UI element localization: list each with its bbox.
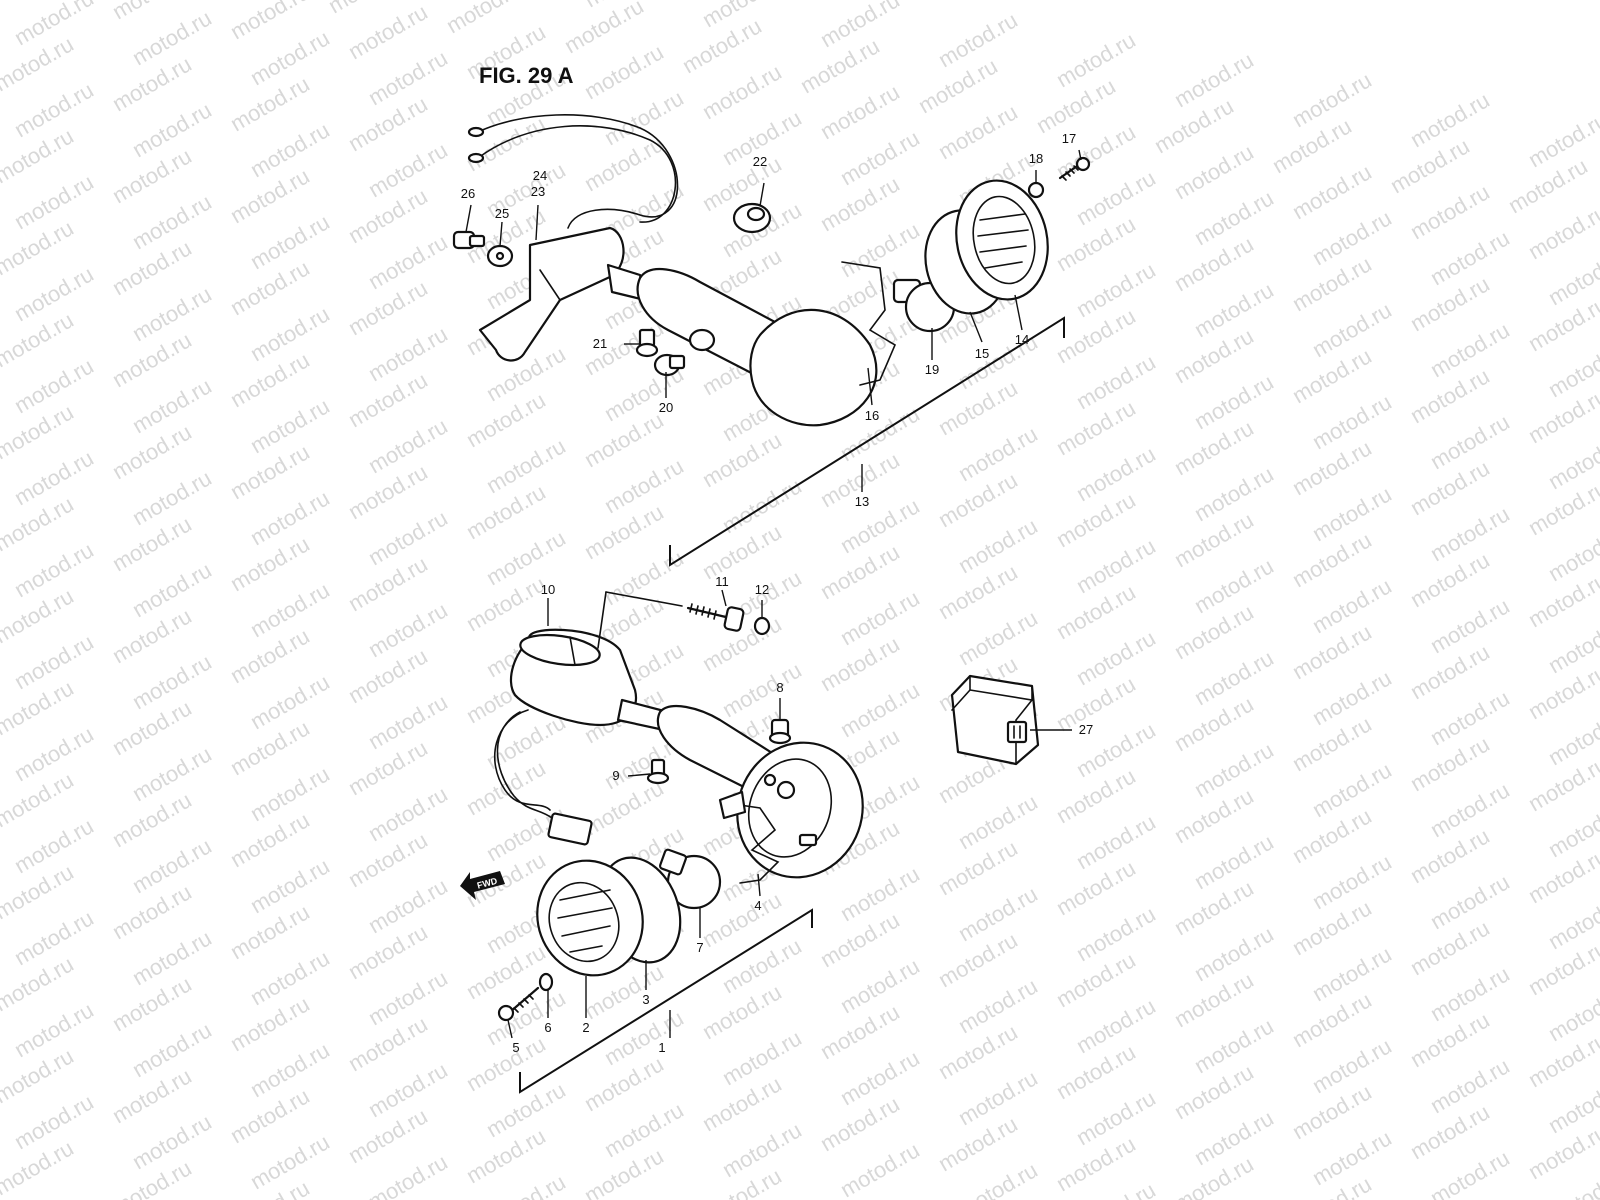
- washer: [538, 972, 554, 992]
- callout-15: 15: [975, 346, 989, 361]
- clip-tab: [718, 790, 747, 820]
- watermark-text: motod.ru: [344, 0, 432, 64]
- screw: [1058, 156, 1091, 181]
- watermark-text: motod.ru: [0, 123, 78, 188]
- arrow-left-icon: [460, 871, 505, 900]
- clamp-bolt: [686, 603, 745, 632]
- lower-callout-lines: [507, 589, 813, 1094]
- wire-terminal: [467, 126, 485, 138]
- callout-3: 3: [642, 992, 649, 1007]
- callout-24: 24: [533, 168, 547, 183]
- body-hole: [688, 328, 716, 352]
- callout-10: 10: [541, 582, 555, 597]
- callout-4: 4: [754, 898, 761, 913]
- callout-9: 9: [612, 768, 619, 783]
- forward-direction-badge: FWD: [460, 871, 505, 900]
- watermark-text: motod.ru: [580, 39, 668, 104]
- assembly-guide-line: [605, 591, 683, 607]
- callout-labels: 1 2 3 4 5 6 7 8 9 10 11 12 13 14 15 16 1…: [461, 131, 1093, 1055]
- callout-19: 19: [925, 362, 939, 377]
- callout-13: 13: [855, 494, 869, 509]
- watermark-text: motod.ru: [816, 79, 904, 144]
- watermark-text: motod.ru: [1288, 159, 1376, 224]
- watermark-text: motod.ru: [1170, 139, 1258, 204]
- callout-18: 18: [1029, 151, 1043, 166]
- callout-6: 6: [544, 1020, 551, 1035]
- watermark-text: motod.ru: [0, 31, 78, 96]
- lens-housing: [749, 308, 878, 427]
- watermark-text: motod.ru: [0, 215, 78, 280]
- figure-title: FIG. 29 A: [479, 63, 574, 88]
- signal-wire-2: [496, 711, 553, 819]
- callout-7: 7: [696, 940, 703, 955]
- callout-17: 17: [1062, 131, 1076, 146]
- clamp-bore: [519, 633, 601, 667]
- callout-5: 5: [512, 1040, 519, 1055]
- upper-callout-lines: [465, 149, 1082, 567]
- clip: [841, 261, 897, 386]
- watermark-text: motod.ru: [364, 1149, 452, 1200]
- screw: [768, 718, 792, 745]
- callout-14: 14: [1015, 332, 1029, 347]
- watermark-text: motod.ru: [1524, 199, 1600, 264]
- watermark-text: motod.ru: [0, 675, 78, 740]
- bulb-clip: [725, 802, 780, 884]
- housing-shell: [736, 741, 864, 879]
- callout-21: 21: [593, 336, 607, 351]
- screw: [653, 353, 686, 377]
- lens: [536, 859, 644, 977]
- watermark-text: motod.ru: [0, 307, 78, 372]
- flasher-relay: [950, 674, 1040, 766]
- watermark-text: motod.ru: [0, 399, 78, 464]
- assembly-guide-line: [597, 591, 607, 649]
- mounting-bracket: [478, 226, 625, 362]
- watermark-text: motod.ru: [0, 951, 78, 1016]
- callout-12: 12: [755, 582, 769, 597]
- wire-connector: [547, 812, 593, 846]
- wire-terminal: [467, 152, 485, 164]
- watermark-text: motod.ru: [698, 59, 786, 124]
- lock-washer: [753, 616, 771, 636]
- bracket-edge: [539, 269, 561, 301]
- upper-turn-signal-assembly: [452, 114, 1091, 427]
- watermark-text: motod.ru: [0, 859, 78, 924]
- callout-27: 27: [1079, 722, 1093, 737]
- callout-8: 8: [776, 680, 783, 695]
- watermark-text: motod.ru: [0, 583, 78, 648]
- watermark-text: motod.ru: [0, 1135, 78, 1200]
- callout-11: 11: [715, 574, 729, 589]
- lower-turn-signal-assembly: [493, 591, 864, 1022]
- watermark-text: motod.ru: [836, 1137, 924, 1200]
- watermark-text: motod.ru: [0, 491, 78, 556]
- grommet: [732, 202, 772, 234]
- bolt: [452, 230, 486, 250]
- callout-22: 22: [753, 154, 767, 169]
- screw: [646, 758, 670, 785]
- lens-screw: [497, 986, 540, 1022]
- watermark-text: motod.ru: [560, 0, 648, 58]
- callout-16: 16: [865, 408, 879, 423]
- watermark-text: motod.ru: [0, 1043, 78, 1108]
- bulb: [658, 848, 722, 910]
- screw: [635, 328, 659, 358]
- lens: [955, 179, 1049, 301]
- callout-25: 25: [495, 206, 509, 221]
- watermark-text: motod.ru: [0, 767, 78, 832]
- signal-wire-2: [477, 125, 677, 223]
- callout-2: 2: [582, 1020, 589, 1035]
- callout-23: 23: [531, 184, 545, 199]
- washer: [1027, 181, 1045, 199]
- callout-1: 1: [658, 1040, 665, 1055]
- watermark-text: motod.ru: [1426, 1145, 1514, 1200]
- signal-wire: [477, 114, 679, 229]
- callout-26: 26: [461, 186, 475, 201]
- callout-20: 20: [659, 400, 673, 415]
- watermark-text: motod.ru: [1406, 179, 1494, 244]
- watermark-text: motod.ru: [934, 99, 1022, 164]
